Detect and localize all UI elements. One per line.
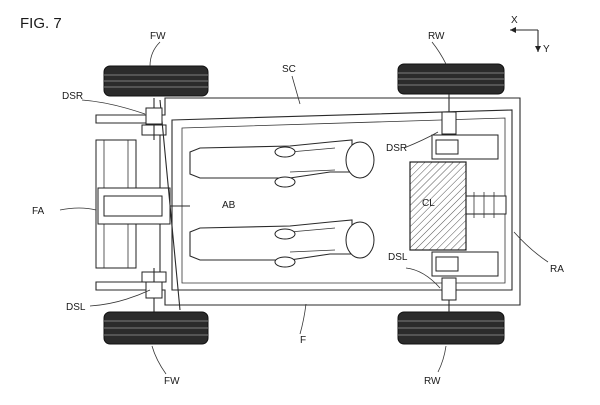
front-axle-assembly: [95, 98, 190, 318]
leader-lines: [59, 41, 549, 375]
label-ab: AB: [222, 200, 236, 211]
label-ra: RA: [550, 264, 564, 275]
label-dsl-rear: DSL: [388, 252, 408, 263]
label-dsr-front: DSR: [62, 91, 83, 102]
cell-block: [409, 161, 467, 251]
label-fw-top: FW: [150, 31, 166, 42]
label-rw-top: RW: [428, 31, 445, 42]
rear-axle-assembly: [431, 94, 507, 314]
front-wheel-bottom: [103, 311, 209, 345]
front-wheel-top: [103, 65, 209, 97]
label-dsl-front: DSL: [66, 302, 86, 313]
label-dsr-rear: DSR: [386, 143, 407, 154]
label-fw-bottom: FW: [164, 376, 180, 387]
label-cl: CL: [422, 198, 435, 209]
rear-wheel-bottom: [397, 311, 505, 345]
axis-indicator: X Y: [510, 15, 550, 55]
label-f: F: [300, 335, 306, 346]
label-rw-bottom: RW: [424, 376, 441, 387]
axis-x-label: X: [511, 15, 518, 26]
occupant-lower: [189, 219, 375, 268]
occupant-upper: [189, 139, 375, 188]
rear-wheel-top: [397, 63, 505, 95]
figure-title: FIG. 7: [20, 15, 62, 32]
label-fa: FA: [32, 206, 45, 217]
axis-y-label: Y: [543, 44, 550, 55]
label-sc: SC: [282, 64, 296, 75]
